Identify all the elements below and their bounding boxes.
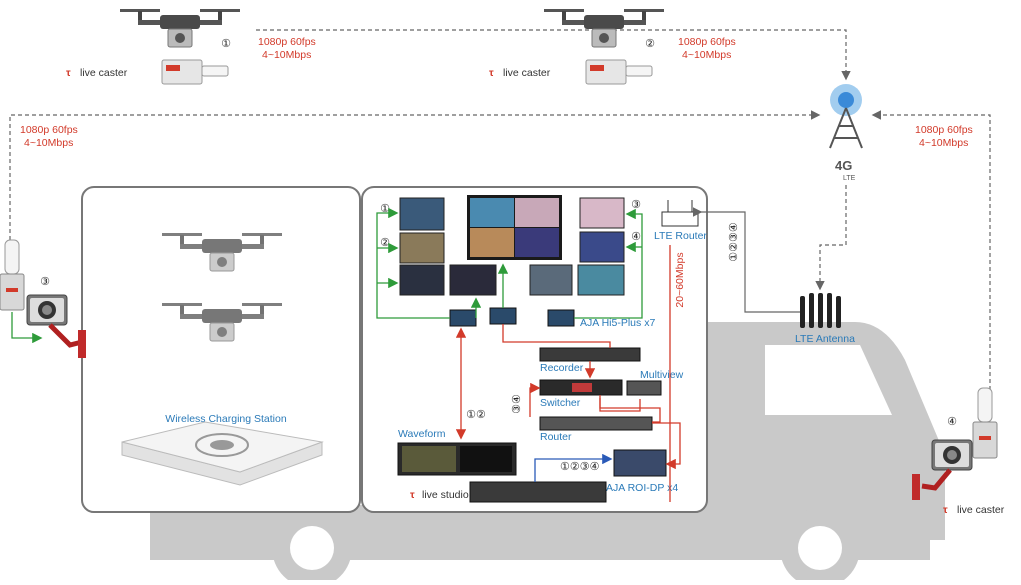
mount-clamp <box>912 474 920 500</box>
roi-label: AJA ROI-DP x4 <box>606 482 678 494</box>
monitor-aux <box>577 264 625 296</box>
router-ch-b: ③④ <box>511 394 523 414</box>
caster-device <box>161 59 229 85</box>
hdmi-links <box>376 207 643 319</box>
monitor-2 <box>399 232 445 264</box>
camera-mount <box>921 468 952 491</box>
drone-1-number: ① <box>221 38 231 50</box>
charging-pad-icon <box>121 421 324 486</box>
monitor-aux <box>529 264 573 296</box>
studio-server <box>469 481 607 503</box>
lte-badge-sub: LTE <box>843 175 856 182</box>
monitor-3 <box>579 197 625 229</box>
recorder-device <box>539 347 641 362</box>
lte-antenna-icon <box>800 293 841 328</box>
live-studio-label: live studio <box>422 489 469 501</box>
monitor-4-label: ④ <box>631 231 641 243</box>
dp-link <box>534 453 613 482</box>
multiview-device <box>626 380 662 396</box>
transmitter-4 <box>972 387 998 459</box>
hi5-converter <box>547 309 575 327</box>
monitor-3-label: ③ <box>631 199 641 211</box>
antenna-link <box>692 207 800 313</box>
monitor-4 <box>579 231 625 263</box>
waveform-label: Waveform <box>398 428 446 440</box>
camera-4-number: ④ <box>947 416 957 428</box>
stream-3-fps: 1080p 60fps <box>20 124 78 136</box>
multiview-label: Multiview <box>640 369 684 381</box>
recorder-label: Recorder <box>540 362 584 374</box>
router-label: Router <box>540 431 572 443</box>
caster-device <box>585 59 653 85</box>
monitor-aux <box>399 264 445 296</box>
live-caster-logo-mark: τ <box>489 67 494 79</box>
transmitter-3 <box>0 239 25 311</box>
stream-1-rate: 4~10Mbps <box>262 49 311 61</box>
sdi-links <box>455 324 681 470</box>
uplink-paths <box>9 29 991 390</box>
live-studio-logo-mark: τ <box>410 489 415 501</box>
router-inputs: ①②③④ <box>728 222 740 262</box>
mount-clamp <box>78 330 86 358</box>
camera-3-number: ③ <box>40 276 50 288</box>
live-caster-label: live caster <box>503 67 551 79</box>
hi5-label: AJA Hi5-Plus x7 <box>580 317 655 329</box>
camera-3-icon <box>26 294 68 326</box>
lte-antenna-label: LTE Antenna <box>795 333 855 345</box>
lte-router-icon <box>661 211 699 227</box>
lte-router-label: LTE Router <box>654 230 707 242</box>
stream-3-rate: 4~10Mbps <box>24 137 73 149</box>
drone-2-number: ② <box>645 38 655 50</box>
hi5-converter <box>489 307 517 325</box>
stream-2-fps: 1080p 60fps <box>678 36 736 48</box>
monitor-aux <box>449 264 497 296</box>
hi5-converter <box>449 309 477 327</box>
switcher-label: Switcher <box>540 397 581 409</box>
lte-tower-icon <box>829 84 863 149</box>
roi-device <box>613 449 667 477</box>
live-caster-logo-mark: τ <box>943 504 948 516</box>
camera-mount <box>48 323 83 348</box>
camera-4-icon <box>931 439 973 471</box>
monitor-2-label: ② <box>380 237 390 249</box>
station-label: Wireless Charging Station <box>165 413 287 425</box>
monitor-1-label: ① <box>380 203 390 215</box>
stream-4-fps: 1080p 60fps <box>915 124 973 136</box>
live-caster-label: live caster <box>80 67 128 79</box>
roi-channels: ①②③④ <box>560 461 600 473</box>
camera-3-link <box>11 312 43 344</box>
stream-1-fps: 1080p 60fps <box>258 36 316 48</box>
bandwidth-label: 20~60Mbps <box>674 252 686 307</box>
live-caster-logo-mark: τ <box>66 67 71 79</box>
stream-2-rate: 4~10Mbps <box>682 49 731 61</box>
stream-4-rate: 4~10Mbps <box>919 137 968 149</box>
live-caster-label: live caster <box>957 504 1005 516</box>
router-device <box>539 416 653 431</box>
monitor-1 <box>399 197 445 231</box>
truck-silhouette <box>150 322 945 585</box>
router-ch-a: ①② <box>466 409 486 421</box>
lte-badge: 4G <box>835 158 852 173</box>
